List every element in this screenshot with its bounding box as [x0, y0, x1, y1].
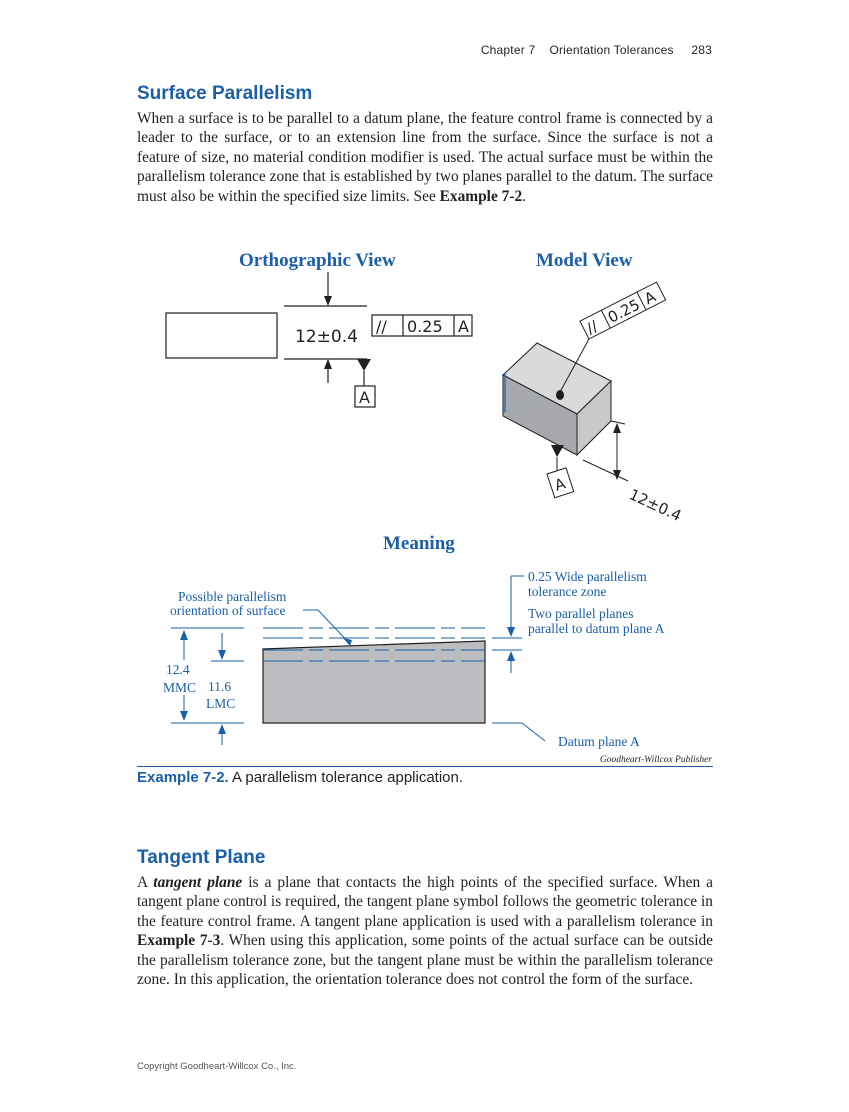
page-number: 283: [691, 43, 712, 57]
model-dimension-text: 12±0.4: [626, 485, 684, 525]
figure-credit: Goodheart-Willcox Publisher: [599, 755, 712, 765]
label-mmc: MMC: [163, 680, 197, 695]
example-reference-7-3: Example 7-3: [137, 932, 221, 950]
label-datum-plane-a: Datum plane A: [558, 734, 640, 749]
label-lmc: LMC: [206, 696, 236, 711]
label-two-parallel-planes: Two parallel planes: [528, 606, 634, 621]
chapter-title: Orientation Tolerances: [549, 43, 674, 57]
figure-caption: Example 7-2. A parallelism tolerance app…: [137, 769, 463, 786]
meaning-drawing: [171, 575, 546, 745]
running-header: Chapter 7 Orientation Tolerances 283: [481, 43, 712, 57]
caption-text: A parallelism tolerance application.: [228, 769, 464, 786]
section-heading-surface-parallelism: Surface Parallelism: [137, 83, 313, 104]
model-view: // 0.25 A A 12±0.4: [502, 281, 684, 525]
label-possible-parallelism: Possible parallelism: [178, 589, 287, 604]
paragraph-text-2: is a plane that contacts the high points…: [137, 874, 713, 930]
copyright-footer: Copyright Goodheart-Willcox Co., Inc.: [137, 1061, 297, 1072]
label-mmc-value: 12.4: [166, 662, 190, 677]
example-reference: Example 7-2: [439, 187, 523, 205]
label-tolerance-width: 0.25 Wide parallelism: [528, 569, 647, 584]
label-lmc-value: 11.6: [208, 679, 232, 694]
orthographic-view-title: Orthographic View: [239, 250, 396, 271]
term-tangent-plane: tangent plane: [153, 874, 243, 891]
part-rectangle: [165, 312, 278, 359]
caption-number: Example 7-2.: [137, 769, 229, 786]
meaning-title: Meaning: [383, 533, 455, 554]
caption-rule: [137, 766, 713, 767]
section-heading-tangent-plane: Tangent Plane: [137, 847, 266, 868]
parallelism-symbol: //: [376, 317, 387, 336]
chapter-label: Chapter 7: [480, 43, 536, 57]
paragraph-tangent-plane: A tangent plane is a plane that contacts…: [137, 873, 713, 989]
label-parallel-to-datum: parallel to datum plane A: [528, 621, 665, 636]
label-tolerance-zone: tolerance zone: [528, 584, 607, 599]
orthographic-view: [165, 272, 473, 408]
paragraph-surface-parallelism: When a surface is to be parallel to a da…: [137, 109, 713, 206]
fcf-datum: A: [458, 317, 469, 336]
paragraph-text-1: A: [137, 874, 154, 891]
paragraph-text: When a surface is to be parallel to a da…: [137, 110, 713, 205]
dimension-text: 12±0.4: [295, 327, 358, 347]
paragraph-end: .: [522, 187, 527, 205]
model-view-title: Model View: [536, 250, 633, 271]
paragraph-text-3: . When using this application, some poin…: [137, 932, 713, 989]
datum-feature-symbol: A: [359, 388, 370, 407]
fcf-tolerance: 0.25: [407, 317, 443, 336]
label-orientation-of-surface: orientation of surface: [170, 603, 286, 618]
